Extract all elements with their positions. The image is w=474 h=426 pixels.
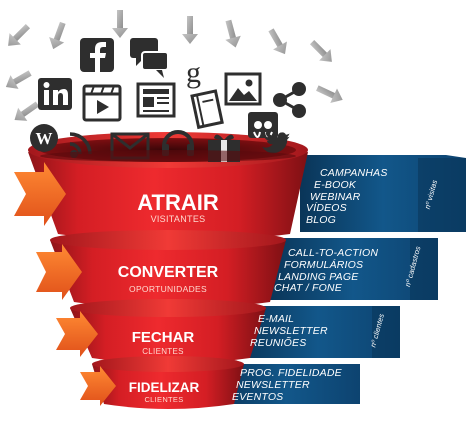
image-icon [224,72,262,106]
stage-items-fechar: E-MAIL NEWSLETTER REUNIÕES [246,313,328,349]
video-player-icon [82,84,122,122]
panel-converter [268,238,438,300]
facebook-icon [80,38,114,72]
twitter-icon [262,131,290,154]
stage-items-fidelizar: PROG. FIDELIDADE NEWSLETTER EVENTOS [224,367,342,403]
list-item: CALL-TO-ACTION [288,247,379,259]
book-icon [190,89,224,130]
list-item: BLOG [306,214,336,227]
list-item: REUNIÕES [250,336,307,349]
list-item: LANDING PAGE [278,270,359,283]
stage-title-converter: CONVERTER [117,264,219,281]
ribbon-arrow-4 [80,366,116,406]
list-item: WEBINAR [310,190,361,203]
stage-title-fidelizar: FIDELIZAR [128,380,200,395]
stage-items-converter: CALL-TO-ACTION FORMULÁRIOS LANDING PAGE … [274,247,379,295]
google-icon: g [186,56,201,89]
list-item: PROG. FIDELIDADE [240,367,342,379]
svg-text:W: W [36,129,53,148]
stage-subtitle-fidelizar: CLIENTES [144,395,184,404]
stage-subtitle-fechar: CLIENTES [142,347,184,356]
list-item: NEWSLETTER [236,378,310,391]
funnel-stage-converter [50,230,286,309]
funnel-stage-fidelizar [92,356,244,409]
stage-title-fechar: FECHAR [131,329,195,346]
chat-bubbles-icon [130,38,169,78]
linkedin-icon [38,78,72,110]
list-item: E-BOOK [314,178,357,191]
stage-title-atrair: ATRAIR [137,190,219,215]
ribbon-arrow-3 [56,311,98,357]
wordpress-icon: W [30,124,58,152]
panel-atrair [300,155,466,232]
slideshare-icon [248,112,278,138]
list-item: NEWSLETTER [254,324,328,337]
list-item: CAMPANHAS [320,167,388,179]
stage-subtitle-atrair: VISITANTES [150,214,206,224]
svg-text:g: g [186,56,201,89]
list-item: VÍDEOS [306,202,347,215]
list-item: EVENTOS [232,390,284,403]
stage-items-atrair: CAMPANHAS E-BOOK WEBINAR VÍDEOS BLOG [306,167,388,227]
list-item: FORMULÁRIOS [284,258,364,271]
newspaper-icon [136,82,176,118]
list-item: CHAT / FONE [274,282,342,295]
share-icon [273,82,306,118]
panel-fechar [236,306,400,358]
funnel-stage-fechar [70,299,266,364]
panel-fidelizar [212,364,360,404]
ribbon-arrow-2 [36,244,82,300]
incoming-arrows [5,10,343,121]
ribbon-arrow-1 [14,162,66,226]
list-item: E-MAIL [258,313,295,325]
stage-subtitle-converter: OPORTUNIDADES [129,284,207,294]
